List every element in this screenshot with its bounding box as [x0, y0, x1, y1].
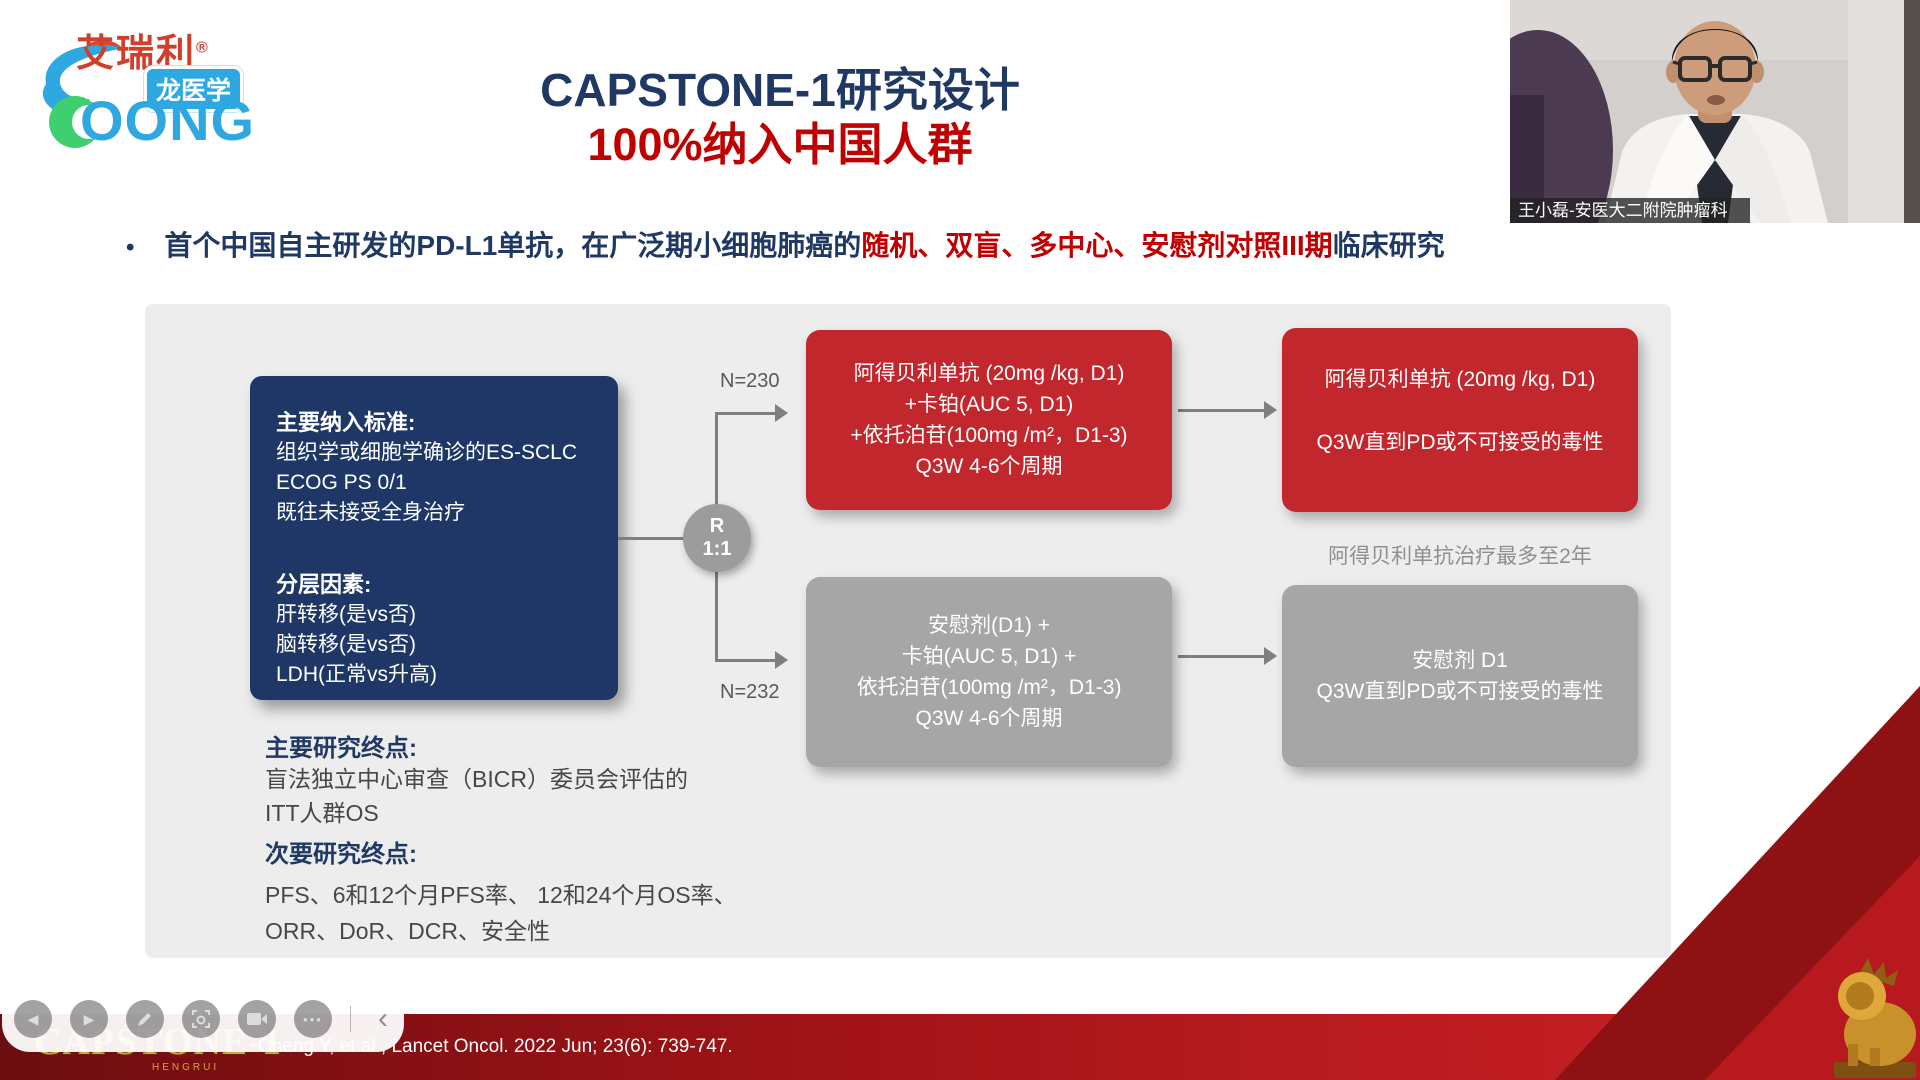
arm2-induction-box: 安慰剂(D1) + 卡铂(AUC 5, D1) + 依托泊苷(100mg /m²…	[806, 577, 1172, 767]
arrow-icon	[775, 404, 788, 422]
key-message-seg3: 临床研究	[1332, 230, 1445, 261]
inclusion-heading: 主要纳入标准:	[276, 410, 416, 435]
arm1-maintenance-line: Q3W直到PD或不可接受的毒性	[1316, 431, 1604, 454]
arm2-maintenance-line: Q3W直到PD或不可接受的毒性	[1316, 680, 1604, 703]
play-icon: ▶	[83, 1010, 95, 1027]
arm2-line: 依托泊苷(100mg /m²，D1-3)	[856, 676, 1122, 699]
loong-brand-logo: 艾瑞利® 龙医学 OONG	[14, 8, 284, 158]
speaker-video-feed: 王小磊-安医大二附院肿瘤科	[1510, 0, 1920, 223]
arm1-maintenance-box: 阿得贝利单抗 (20mg /kg, D1) Q3W直到PD或不可接受的毒性	[1282, 328, 1638, 512]
arm2-line: 卡铂(AUC 5, D1) +	[901, 645, 1077, 668]
pen-icon	[138, 1013, 151, 1026]
n-label-top: N=230	[720, 370, 780, 392]
inclusion-criteria-box: 主要纳入标准: 组织学或细胞学确诊的ES-SCLC ECOG PS 0/1 既往…	[250, 376, 618, 700]
speaker-illustration	[1510, 0, 1920, 223]
randomization-circle: R 1:1	[683, 504, 751, 572]
arm1-line: +卡铂(AUC 5, D1)	[904, 393, 1074, 416]
stratification-line: 脑转移(是vs否)	[276, 633, 416, 656]
stratification-heading: 分层因素:	[276, 572, 372, 597]
key-message-seg1: 首个中国自主研发的PD-L1单抗，在广泛期小细胞肺癌的	[164, 230, 862, 261]
toolbar-divider	[350, 1006, 351, 1032]
arm2-line: Q3W 4-6个周期	[915, 707, 1063, 730]
player-toolbar: ◀ ▶ ••• ‹	[2, 986, 404, 1052]
camera-button[interactable]	[238, 1000, 276, 1038]
key-message-seg2: 随机、双盲、多中心、安慰剂对照III期	[861, 230, 1333, 261]
connector-line	[715, 412, 777, 415]
arm2-maintenance-box: 安慰剂 D1 Q3W直到PD或不可接受的毒性	[1282, 585, 1638, 767]
secondary-endpoint-line: ORR、DoR、DCR、安全性	[265, 918, 550, 944]
arm1-line: Q3W 4-6个周期	[915, 455, 1063, 478]
primary-endpoint-line: 盲法独立中心审查（BICR）委员会评估的	[265, 766, 688, 792]
primary-endpoint-heading: 主要研究终点:	[265, 735, 417, 762]
arm1-maintenance-line: 阿得贝利单抗 (20mg /kg, D1)	[1324, 368, 1596, 391]
n-label-bottom: N=232	[720, 681, 780, 703]
bullet-marker: •	[126, 234, 135, 261]
screenshot-button[interactable]	[182, 1000, 220, 1038]
maintenance-note: 阿得贝利单抗治疗最多至2年	[1328, 545, 1592, 568]
previous-button[interactable]: ◀	[14, 1000, 52, 1038]
connector-line	[715, 659, 777, 662]
inclusion-line: 组织学或细胞学确诊的ES-SCLC	[276, 441, 578, 464]
connector-line	[715, 412, 718, 506]
more-dots-icon: •••	[303, 1011, 323, 1027]
arrow-icon	[1264, 401, 1277, 419]
secondary-endpoint-heading: 次要研究终点:	[265, 841, 417, 868]
arm1-line: +依托泊苷(100mg /m²，D1-3)	[850, 424, 1128, 447]
speaker-caption: 王小磊-安医大二附院肿瘤科	[1510, 198, 1750, 223]
arm1-induction-box: 阿得贝利单抗 (20mg /kg, D1) +卡铂(AUC 5, D1) +依托…	[806, 330, 1172, 510]
inclusion-line: 既往未接受全身治疗	[276, 501, 465, 524]
connector-line	[1178, 655, 1266, 658]
brand-crescent-icon	[48, 94, 106, 155]
connector-line	[618, 537, 683, 540]
arrow-icon	[1264, 647, 1277, 665]
randomization-ratio: 1:1	[702, 538, 732, 560]
brand-wordmark: OONG	[80, 89, 256, 152]
capstone-logo-sub: HENGRUI	[152, 1062, 220, 1073]
arm2-maintenance-line: 安慰剂 D1	[1412, 649, 1508, 672]
arm1-line: 阿得贝利单抗 (20mg /kg, D1)	[853, 362, 1125, 385]
camera-icon	[247, 1013, 267, 1025]
registered-mark: ®	[196, 39, 210, 57]
connector-line	[715, 570, 718, 662]
primary-endpoint-line: ITT人群OS	[265, 800, 379, 826]
previous-icon: ◀	[27, 1010, 39, 1027]
arm2-line: 安慰剂(D1) +	[928, 614, 1050, 637]
lion-statue-icon	[1822, 952, 1920, 1080]
play-button[interactable]: ▶	[70, 1000, 108, 1038]
slide-title: CAPSTONE-1研究设计	[540, 64, 1020, 116]
pen-button[interactable]	[126, 1000, 164, 1038]
brand-badge: 龙医学	[144, 66, 244, 112]
stratification-line: LDH(正常vs升高)	[276, 663, 437, 686]
secondary-endpoint-line: PFS、6和12个月PFS率、 12和24个月OS率、	[265, 882, 737, 908]
chevron-left-icon: ‹	[378, 1002, 388, 1035]
randomization-letter: R	[709, 515, 725, 537]
arrow-icon	[775, 651, 788, 669]
collapse-toolbar-button[interactable]: ‹	[369, 1000, 397, 1038]
stratification-line: 肝转移(是vs否)	[276, 603, 416, 626]
slide-subtitle: 100%纳入中国人群	[587, 119, 973, 170]
more-button[interactable]: •••	[294, 1000, 332, 1038]
connector-line	[1178, 409, 1266, 412]
screenshot-icon	[192, 1010, 210, 1028]
key-message-line: • 首个中国自主研发的PD-L1单抗，在广泛期小细胞肺癌的随机、双盲、多中心、安慰…	[126, 224, 1886, 264]
inclusion-line: ECOG PS 0/1	[276, 471, 407, 494]
